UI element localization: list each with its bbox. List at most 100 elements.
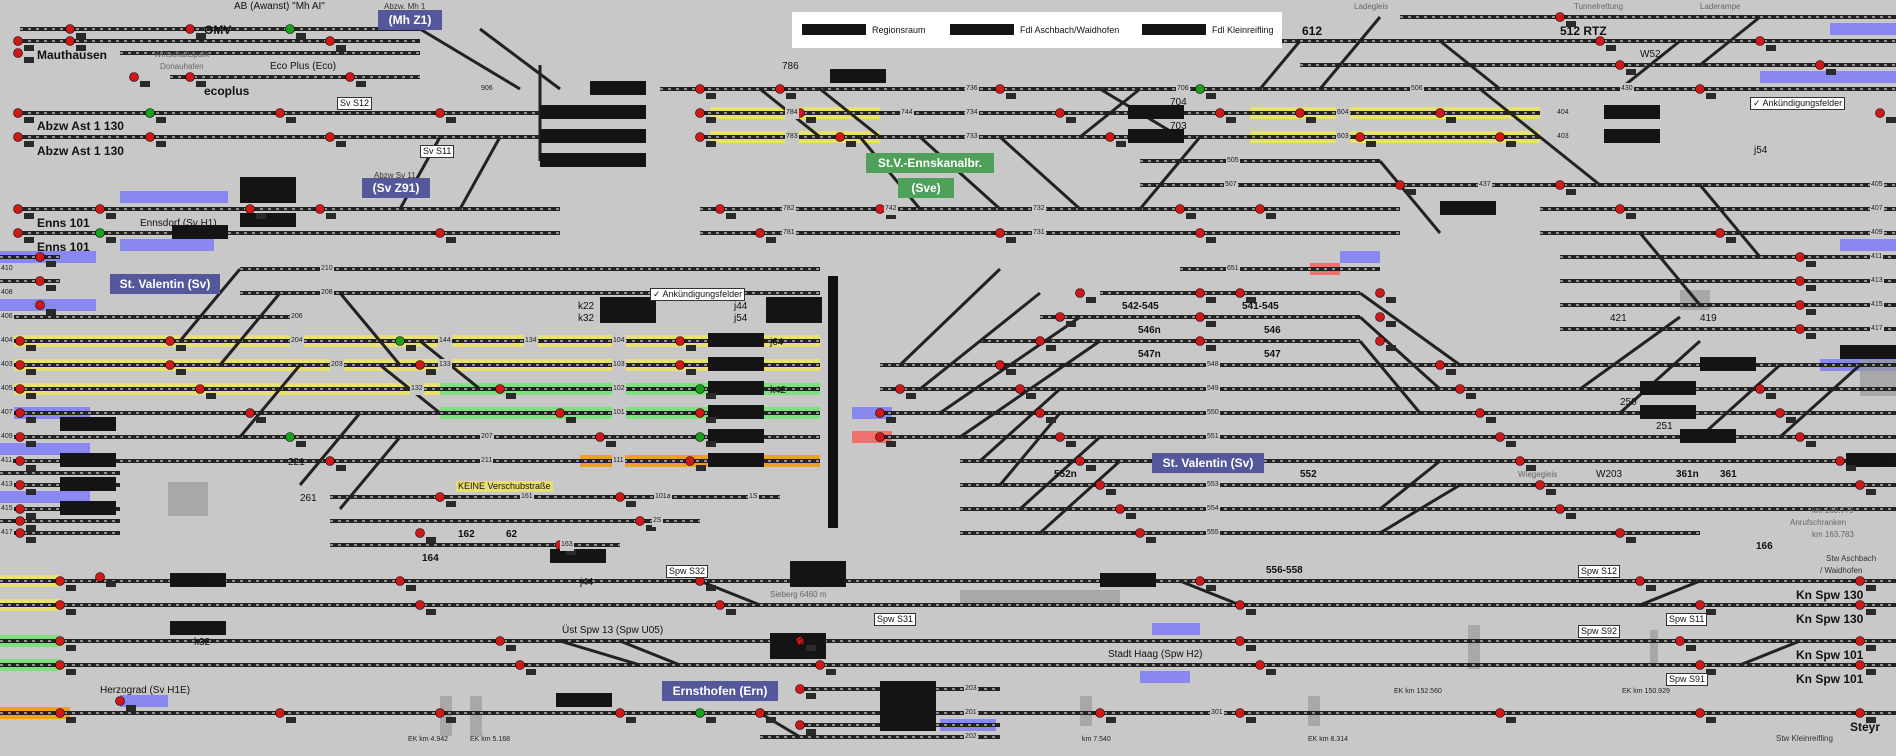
signal-light — [1095, 708, 1105, 718]
track-number: 784 — [785, 107, 799, 119]
label-eco-plus: Eco Plus (Eco) — [270, 61, 337, 72]
label-164: 164 — [422, 553, 439, 564]
signal-box — [24, 213, 34, 219]
track-switch-line — [1639, 579, 1701, 607]
track-switch-line — [699, 579, 761, 607]
signal-light — [1135, 528, 1145, 538]
station-ernsthofen[interactable]: Ernsthofen (Ern) — [662, 681, 778, 701]
track-switch-line — [898, 267, 1002, 367]
block-indicator — [1840, 345, 1896, 359]
label-spw-s92[interactable]: Spw S92 — [1578, 625, 1621, 638]
track-switch-line — [338, 436, 402, 510]
signal-light — [435, 108, 445, 118]
label-kn-spw-130b: Kn Spw 130 — [1796, 612, 1864, 626]
label-spw-s91[interactable]: Spw S91 — [1666, 673, 1709, 686]
label-keine-verschubstrasse: KEINE Verschubstraße — [456, 481, 553, 492]
signal-box — [646, 525, 656, 531]
label-ust-spw13: Üst Spw 13 (Spw U05) — [562, 625, 664, 636]
track-number: 733 — [965, 131, 979, 143]
label-sv-s12[interactable]: Sv S12 — [337, 97, 373, 110]
track-switch-line — [1638, 232, 1702, 306]
label-spw-s12[interactable]: Spw S12 — [1578, 565, 1621, 578]
signal-box — [296, 441, 306, 447]
signal-box — [1846, 465, 1856, 471]
track-switch-line — [178, 268, 242, 342]
signal-light — [415, 528, 425, 538]
label-stw-kleinreifling: Stw Kleinreifling — [1776, 734, 1833, 743]
track-highlight — [120, 695, 168, 707]
signal-box — [1566, 513, 1576, 519]
station-mh-z1[interactable]: (Mh Z1) — [378, 10, 442, 30]
signal-box — [1446, 369, 1456, 375]
signal-light — [1435, 108, 1445, 118]
signal-light — [1235, 636, 1245, 646]
signal-box — [1886, 117, 1896, 123]
signal-light — [1215, 108, 1225, 118]
signal-box — [886, 441, 896, 447]
label-166: 166 — [1756, 541, 1773, 552]
signal-box — [206, 393, 216, 399]
block-indicator — [60, 453, 116, 467]
block-indicator — [830, 69, 886, 83]
label-ek-5168: EK km 5.168 — [470, 736, 511, 743]
toggle-ankuendigungsfelder-right[interactable]: ✓ Ankündigungsfelder — [1750, 97, 1846, 110]
label-stw-waidhofen: / Waidhofen — [1820, 566, 1863, 575]
signal-box — [1686, 645, 1696, 651]
signal-light — [275, 108, 285, 118]
signal-box — [1806, 309, 1816, 315]
station-st-valentin-left[interactable]: St. Valentin (Sv) — [110, 274, 220, 294]
signal-light — [1555, 180, 1565, 190]
signal-box — [286, 117, 296, 123]
label-spw-s31[interactable]: Spw S31 — [874, 613, 917, 626]
label-sv-s11[interactable]: Sv S11 — [420, 145, 455, 158]
signal-box — [1626, 213, 1636, 219]
label-552n: 552n — [1054, 469, 1077, 480]
signal-light — [285, 432, 295, 442]
block-indicator — [1846, 453, 1896, 467]
label-546: 546 — [1264, 325, 1281, 336]
legend-item-fdl-aschbach: Fdl Aschbach/Waidhofen — [950, 24, 1119, 35]
station-sv-z91[interactable]: (Sv Z91) — [362, 178, 430, 198]
station-sve[interactable]: (Sve) — [898, 178, 954, 198]
track-highlight — [1140, 671, 1190, 683]
signal-box — [1766, 393, 1776, 399]
signal-box — [1406, 189, 1416, 195]
signal-light — [1395, 180, 1405, 190]
track-switch-line — [1018, 435, 1102, 511]
track-switch-line — [1698, 363, 1782, 439]
label-ek-7540: km 7.540 — [1082, 736, 1111, 743]
label-spw-s32[interactable]: Spw S32 — [666, 565, 709, 578]
track-number: 101a — [654, 491, 672, 503]
block-indicator — [1604, 105, 1660, 119]
track-number: 783 — [785, 131, 799, 143]
signal-box — [566, 417, 576, 423]
track-switch-line — [858, 136, 922, 210]
signal-box — [1606, 45, 1616, 51]
label-spw-s11[interactable]: Spw S11 — [1666, 613, 1708, 626]
signal-box — [24, 45, 34, 51]
signal-box — [106, 581, 116, 587]
track-switch-line — [759, 711, 801, 739]
label-km-163783: km 163.783 — [1812, 530, 1854, 539]
signal-box — [706, 93, 716, 99]
label-547n: 547n — [1138, 349, 1161, 360]
station-st-v-ennskanalbr[interactable]: St.V.-Ennskanalbr. — [866, 153, 994, 173]
signal-box — [1246, 297, 1256, 303]
track-number: 163 — [560, 539, 574, 551]
signal-light — [325, 456, 335, 466]
toggle-ankuendigungsfelder-mid[interactable]: ✓ Ankündigungsfelder — [650, 288, 746, 301]
signal-light — [1835, 456, 1845, 466]
station-st-valentin-right[interactable]: St. Valentin (Sv) — [1152, 453, 1264, 473]
label-ek-8314: EK km 8.314 — [1308, 736, 1349, 743]
signal-light — [275, 708, 285, 718]
signal-box — [26, 465, 36, 471]
track-number: 406 — [0, 311, 14, 323]
track-number: 603 — [1336, 131, 1350, 143]
signal-light — [1615, 204, 1625, 214]
signal-light — [1495, 708, 1505, 718]
signal-light — [15, 456, 25, 466]
signal-box — [1026, 393, 1036, 399]
signal-box — [1386, 321, 1396, 327]
track-switch-line — [1258, 40, 1302, 90]
track-number: 604 — [1336, 107, 1350, 119]
